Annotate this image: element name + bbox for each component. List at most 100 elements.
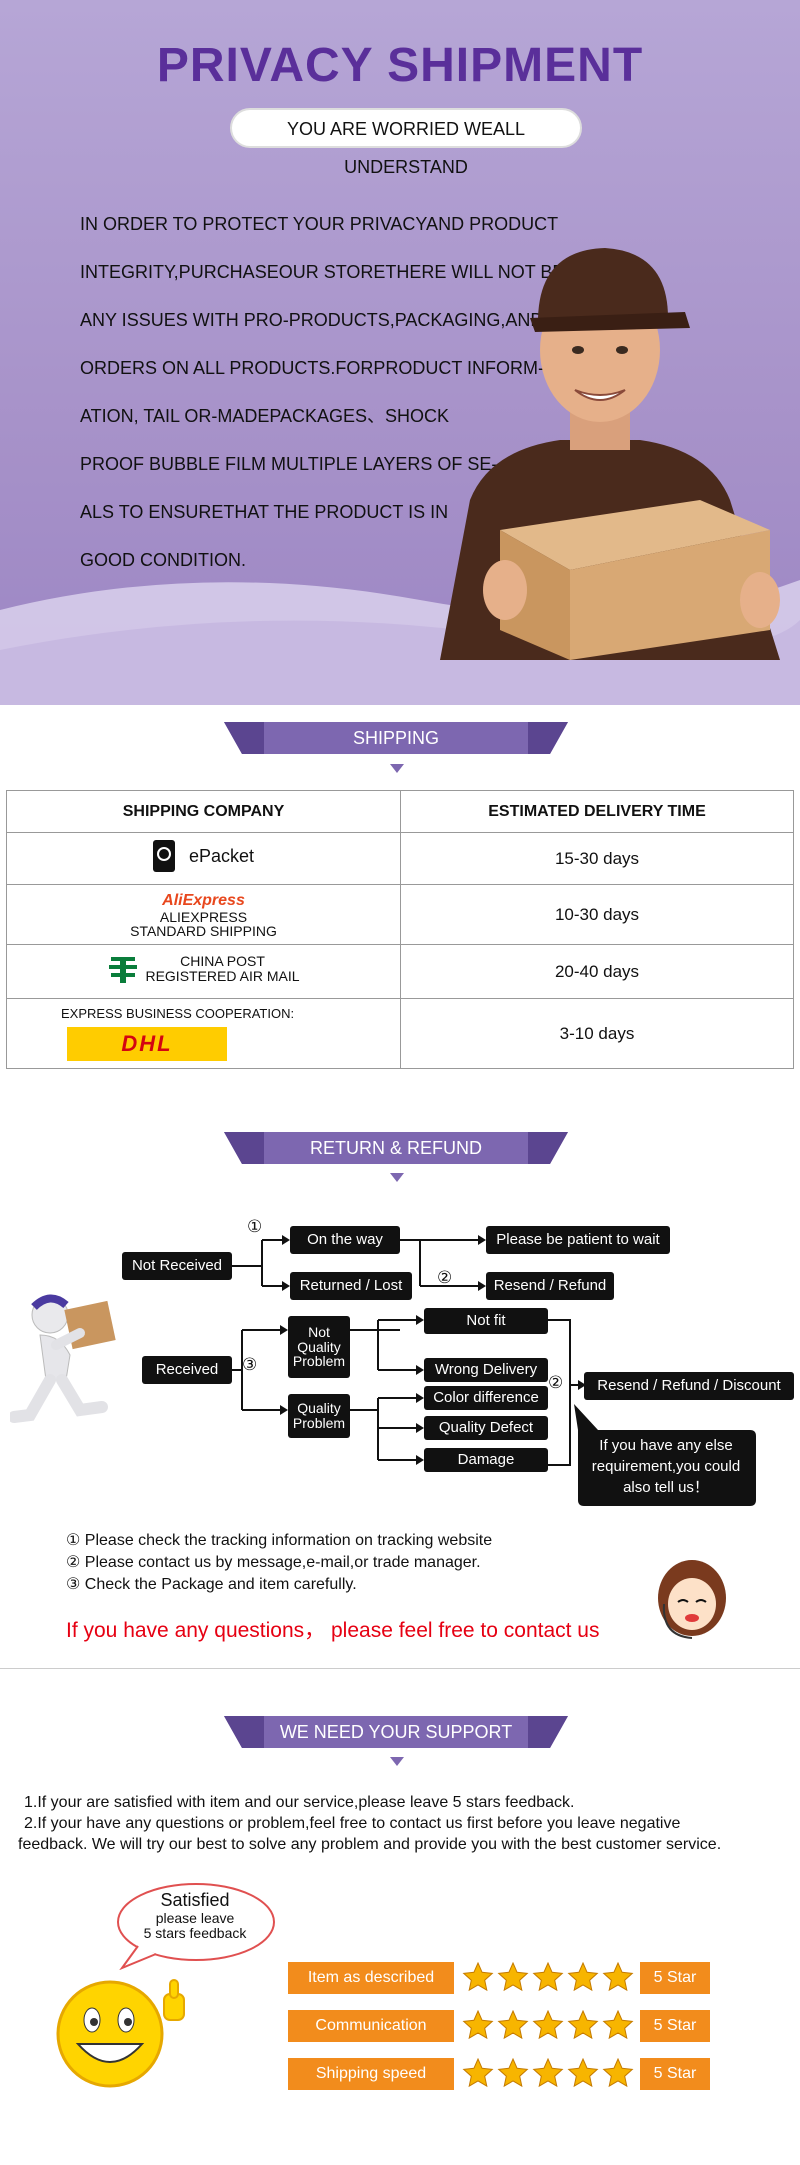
- hero-line: PROOF BUBBLE FILM MULTIPLE LAYERS OF SE-: [80, 454, 498, 474]
- hero-line: IN ORDER TO PROTECT YOUR PRIVACYAND PROD…: [80, 214, 559, 234]
- china-post-icon: [109, 957, 138, 983]
- divider: [0, 1668, 800, 1669]
- table-row: ePacket 15-30 days: [6, 832, 794, 885]
- support-agent-icon: [658, 1560, 726, 1639]
- quality-defect-box: Quality Defect: [424, 1416, 548, 1440]
- carrier-name: ePacket: [188, 845, 255, 866]
- col-time: ESTIMATED DELIVERY TIME: [400, 790, 794, 833]
- hero-body-text: IN ORDER TO PROTECT YOUR PRIVACYAND PROD…: [80, 200, 565, 584]
- star-icon: [532, 1962, 564, 1992]
- rating-stars: [462, 2058, 634, 2088]
- contact-text: If you have any questions， please feel f…: [66, 1619, 600, 1642]
- star-icon: [567, 2058, 599, 2088]
- on-the-way-box: On the way: [290, 1226, 400, 1254]
- star-icon: [462, 1962, 494, 1992]
- hero-line: ATION, TAIL OR-MADEPACKAGES、SHOCK: [80, 406, 450, 426]
- rating-value: 5 Star: [640, 2010, 710, 2042]
- step-marker-1: ①: [247, 1217, 263, 1236]
- not-received-box: Not Received: [122, 1252, 232, 1280]
- star-icon: [497, 2058, 529, 2088]
- delivery-time: 3-10 days: [400, 998, 794, 1069]
- delivery-time: 20-40 days: [400, 944, 794, 999]
- rating-label: Item as described: [288, 1962, 454, 1994]
- speech-bubble: [574, 1404, 756, 1506]
- carrier-name-line: ALIEXPRESS: [159, 908, 248, 925]
- support-line: 1.If your are satisfied with item and ou…: [24, 1794, 575, 1811]
- rating-stars: [462, 2010, 634, 2040]
- bubble-text: If you have any else requirement,you cou…: [591, 1437, 741, 1496]
- rating-stars: [462, 1962, 634, 1992]
- received-box: Received: [142, 1356, 232, 1384]
- refund-note: ③ Check the Package and item carefully.: [66, 1576, 357, 1593]
- aliexpress-logo: AliExpress: [162, 891, 245, 909]
- refund-header: RETURN & REFUND: [224, 1132, 568, 1164]
- color-difference-box: Color difference: [424, 1386, 548, 1410]
- flow-connectors: [232, 1235, 586, 1466]
- chevron-down-icon: [390, 764, 404, 773]
- step-marker-3: ③: [242, 1355, 258, 1374]
- hero-line: INTEGRITY,PURCHASEOUR STORETHERE WILL NO…: [80, 262, 565, 282]
- hero-title: PRIVACY SHIPMENT: [156, 39, 644, 92]
- epacket-icon: [152, 840, 175, 872]
- feedback-bubble-text: Satisfied please leave 5 stars feedback: [143, 1890, 247, 1941]
- table-row: EXPRESS BUSINESS COOPERATION: DHL 3-10 d…: [6, 998, 794, 1069]
- refund-note: ① Please check the tracking information …: [66, 1532, 493, 1549]
- star-icon: [497, 2010, 529, 2040]
- smiley-thumbs-up-icon: [56, 1979, 185, 2088]
- not-quality-box: Not Quality Problem: [288, 1316, 350, 1378]
- resend-refund-discount-box: Resend / Refund / Discount: [584, 1372, 794, 1400]
- carrier-name-line: CHINA POST: [180, 953, 265, 969]
- carrier-name-line: REGISTERED AIR MAIL: [145, 968, 300, 984]
- star-icon: [532, 2010, 564, 2040]
- support-header-label: WE NEED YOUR SUPPORT: [279, 1722, 513, 1742]
- chevron-down-icon: [390, 1173, 404, 1182]
- step-marker-2: ②: [437, 1268, 453, 1287]
- dhl-logo: DHL: [67, 1027, 227, 1061]
- rating-label: Communication: [288, 2010, 454, 2042]
- col-company: SHIPPING COMPANY: [6, 790, 401, 833]
- table-row: AliExpress ALIEXPRESS STANDARD SHIPPING …: [6, 884, 794, 945]
- delivery-time: 15-30 days: [400, 832, 794, 885]
- shipping-table: SHIPPING COMPANY ESTIMATED DELIVERY TIME…: [6, 790, 794, 1069]
- wave-decoration: [0, 580, 800, 705]
- step-marker-2b: ②: [548, 1373, 564, 1392]
- star-icon: [462, 2010, 494, 2040]
- returned-lost-box: Returned / Lost: [290, 1272, 412, 1300]
- star-icon: [567, 1962, 599, 1992]
- resend-refund-box: Resend / Refund: [486, 1272, 614, 1300]
- chevron-down-icon: [390, 1757, 404, 1766]
- delivery-man-icon: [10, 1294, 116, 1423]
- hero-line: ORDERS ON ALL PRODUCTS.FORPRODUCT INFORM…: [80, 358, 545, 378]
- rating-value: 5 Star: [640, 2058, 710, 2090]
- wrong-delivery-box: Wrong Delivery: [424, 1358, 548, 1382]
- courier-illustration: [440, 248, 780, 660]
- hero-line: GOOD CONDITION.: [80, 550, 246, 570]
- damage-box: Damage: [424, 1448, 548, 1472]
- refund-note: ② Please contact us by message,e-mail,or…: [66, 1554, 481, 1571]
- support-header: WE NEED YOUR SUPPORT: [224, 1716, 568, 1748]
- refund-header-label: RETURN & REFUND: [309, 1138, 482, 1158]
- support-line: feedback. We will try our best to solve …: [18, 1836, 722, 1853]
- quality-box: Quality Problem: [288, 1394, 350, 1438]
- table-row: CHINA POST REGISTERED AIR MAIL 20-40 day…: [6, 944, 794, 999]
- shipping-header: SHIPPING: [224, 722, 568, 754]
- hero-subtitle: YOU ARE WORRIED WEALL UNDERSTAND: [230, 108, 582, 177]
- rating-label: Shipping speed: [288, 2058, 454, 2090]
- hero-line: ALS TO ENSURETHAT THE PRODUCT IS IN: [80, 502, 449, 522]
- support-line: 2.If your have any questions or problem,…: [24, 1815, 681, 1832]
- star-icon: [497, 1962, 529, 1992]
- patient-box: Please be patient to wait: [486, 1226, 670, 1254]
- delivery-time: 10-30 days: [400, 884, 794, 945]
- table-header-row: SHIPPING COMPANY ESTIMATED DELIVERY TIME: [6, 790, 794, 833]
- star-icon: [567, 2010, 599, 2040]
- star-icon: [462, 2058, 494, 2088]
- hero-line: ANY ISSUES WITH PRO-PRODUCTS,PACKAGING,A…: [80, 310, 544, 330]
- shipping-header-label: SHIPPING: [352, 728, 440, 748]
- carrier-name-line: STANDARD SHIPPING: [130, 922, 277, 939]
- star-icon: [602, 1962, 634, 1992]
- feedback-bubble: [117, 1883, 275, 1970]
- not-fit-box: Not fit: [424, 1308, 548, 1334]
- star-icon: [602, 2010, 634, 2040]
- express-label: EXPRESS BUSINESS COOPERATION:: [61, 1006, 295, 1021]
- hero-banner: PRIVACY SHIPMENT YOU ARE WORRIED WEALL U…: [0, 0, 800, 705]
